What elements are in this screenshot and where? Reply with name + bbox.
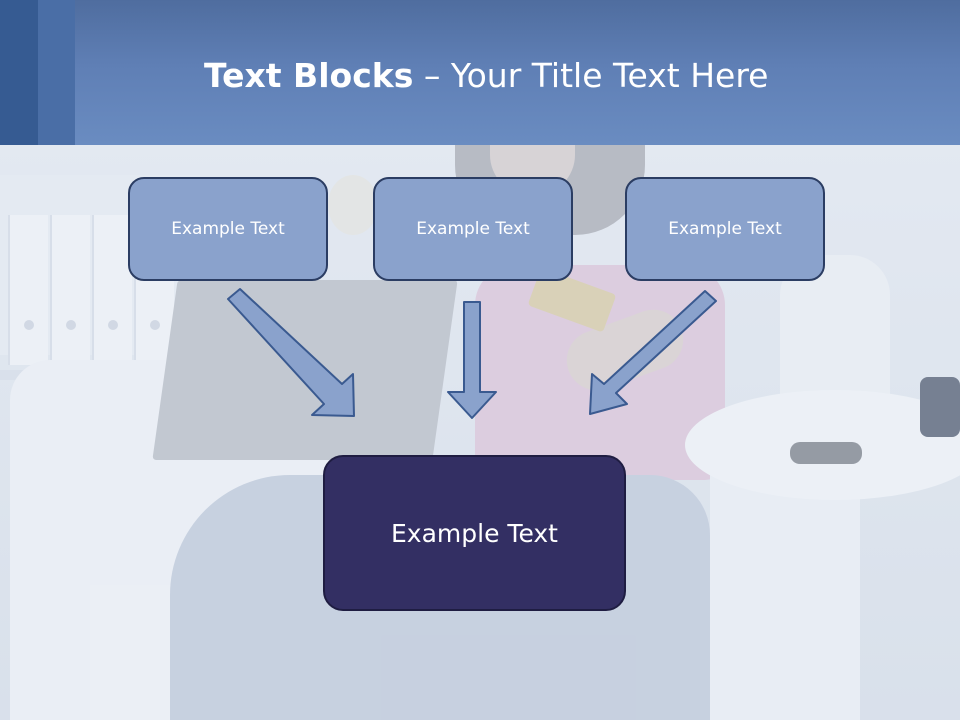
title-dash: – xyxy=(423,56,441,95)
header-band: Text Blocks – Your Title Text Here xyxy=(0,0,960,145)
remote-control xyxy=(790,442,862,464)
title-bold: Text Blocks xyxy=(204,56,414,95)
main-text-block-label: Example Text xyxy=(391,518,558,548)
text-block-2-label: Example Text xyxy=(416,219,530,239)
binder xyxy=(50,215,90,365)
slide-title: Text Blocks – Your Title Text Here xyxy=(204,54,769,98)
binder xyxy=(8,215,48,365)
header-accent-mid xyxy=(38,0,75,145)
text-block-1-label: Example Text xyxy=(171,219,285,239)
text-block-3-label: Example Text xyxy=(668,219,782,239)
text-block-2[interactable]: Example Text xyxy=(373,177,573,281)
title-rest: Your Title Text Here xyxy=(450,56,769,95)
main-text-block[interactable]: Example Text xyxy=(323,455,626,611)
plant xyxy=(328,175,378,235)
binder xyxy=(92,215,132,365)
text-block-3[interactable]: Example Text xyxy=(625,177,825,281)
cup xyxy=(920,377,960,437)
header-accent-dark xyxy=(0,0,38,145)
text-block-1[interactable]: Example Text xyxy=(128,177,328,281)
